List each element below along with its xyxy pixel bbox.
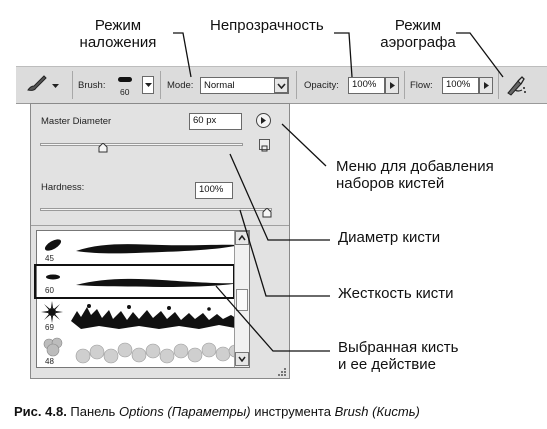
chevron-down-icon — [238, 356, 246, 362]
brush-stroke-preview — [71, 304, 243, 329]
separator — [160, 71, 161, 99]
triangle-right-icon — [389, 82, 395, 89]
mode-select[interactable]: Normal — [200, 77, 289, 94]
brush-stroke-preview — [76, 244, 240, 254]
master-diameter-label: Master Diameter — [41, 116, 112, 127]
brush-size-label: 60 — [45, 286, 54, 295]
divider — [31, 225, 289, 226]
callout-brush-sets-menu: Меню для добавления наборов кистей — [336, 158, 494, 192]
callout-line-diameter — [229, 153, 330, 241]
mode-label: Mode: — [167, 80, 194, 91]
callout-line-opacity — [334, 32, 353, 78]
callout-brush-hardness: Жесткость кисти — [338, 285, 454, 302]
brush-tip-thumbnail — [46, 274, 60, 280]
new-page-icon — [261, 145, 268, 152]
scroll-thumb[interactable] — [236, 289, 248, 311]
brush-dropdown-button[interactable] — [142, 76, 154, 94]
brush-tool-icon — [26, 74, 48, 97]
new-preset-button[interactable] — [259, 139, 270, 152]
caption-options: Options (Параметры) — [118, 404, 251, 419]
callout-line-airbrush — [456, 32, 504, 78]
list-item-selected[interactable]: 60 — [37, 266, 249, 298]
brush-size-label: 48 — [45, 357, 54, 366]
separator — [498, 71, 499, 99]
triangle-right-icon — [261, 117, 266, 124]
caption-prefix: Рис. 4.8. — [14, 404, 67, 419]
brush-panel-menu-button[interactable] — [256, 113, 271, 128]
brush-tip-thumbnail — [43, 337, 63, 357]
opacity-label: Opacity: — [304, 80, 339, 91]
callout-line-menu — [281, 123, 327, 167]
caption-text: Панель — [66, 404, 119, 419]
callout-blend-mode: Режим наложения — [79, 17, 157, 51]
chevron-up-icon — [238, 235, 246, 241]
slider-track — [40, 143, 243, 146]
brush-size-text: 60 — [120, 87, 130, 97]
callout-line-selected — [215, 285, 330, 352]
airbrush-icon — [507, 76, 526, 96]
brush-size-label: 69 — [45, 323, 54, 332]
flow-label: Flow: — [410, 80, 433, 91]
brush-tip-thumbnail — [44, 239, 62, 251]
figure-caption: Рис. 4.8. Панель Options (Параметры) инс… — [14, 404, 420, 419]
resize-grip-icon[interactable] — [275, 366, 287, 378]
callout-line-blend-mode — [173, 32, 192, 78]
callout-line-hardness — [239, 209, 330, 297]
mode-dropdown-button[interactable] — [274, 78, 288, 93]
separator — [72, 71, 73, 99]
caption-text: инструмента — [250, 404, 335, 419]
brush-tip-thumbnail — [41, 301, 63, 323]
callout-selected-brush: Выбранная кисть и ее действие — [338, 339, 459, 373]
opacity-slider-button[interactable] — [385, 77, 399, 94]
chevron-down-icon — [276, 82, 286, 89]
list-item[interactable]: 48 — [37, 334, 249, 367]
brush-picker[interactable]: 60 — [114, 70, 156, 100]
list-item[interactable]: 45 — [37, 231, 249, 265]
brush-stroke-preview — [76, 278, 240, 287]
callout-airbrush: Режим аэрографа — [380, 17, 456, 51]
airbrush-button[interactable] — [504, 73, 528, 97]
master-diameter-slider[interactable] — [40, 140, 243, 153]
brush-preset-list: 45 60 69 48 — [36, 230, 250, 368]
hardness-input[interactable]: 100% — [195, 182, 233, 199]
flow-slider-button[interactable] — [479, 77, 493, 94]
chevron-down-icon — [52, 76, 59, 94]
list-item[interactable]: 69 — [37, 299, 249, 333]
triangle-right-icon — [483, 82, 489, 89]
scroll-down-button[interactable] — [235, 352, 249, 366]
slider-thumb[interactable] — [262, 205, 272, 218]
mode-value: Normal — [204, 80, 235, 91]
separator — [404, 71, 405, 99]
master-diameter-input[interactable]: 60 px — [189, 113, 242, 130]
callout-brush-diameter: Диаметр кисти — [338, 229, 441, 246]
hardness-slider[interactable] — [40, 205, 272, 218]
tool-preset-picker[interactable] — [26, 74, 68, 96]
brush-size-label: 45 — [45, 254, 54, 263]
separator — [296, 71, 297, 99]
slider-track — [40, 208, 272, 211]
flow-input[interactable]: 100% — [442, 77, 479, 94]
slider-thumb[interactable] — [98, 140, 108, 153]
brush-label: Brush: — [78, 80, 106, 91]
preset-list-scrollbar[interactable] — [234, 231, 249, 367]
chevron-down-icon — [144, 82, 152, 87]
caption-brush: Brush (Кисть) — [334, 404, 420, 419]
scroll-up-button[interactable] — [235, 231, 249, 245]
opacity-input[interactable]: 100% — [348, 77, 385, 94]
callout-opacity: Непрозрачность — [210, 17, 324, 34]
hardness-label: Hardness: — [41, 182, 85, 193]
brush-preview-icon — [118, 77, 132, 82]
